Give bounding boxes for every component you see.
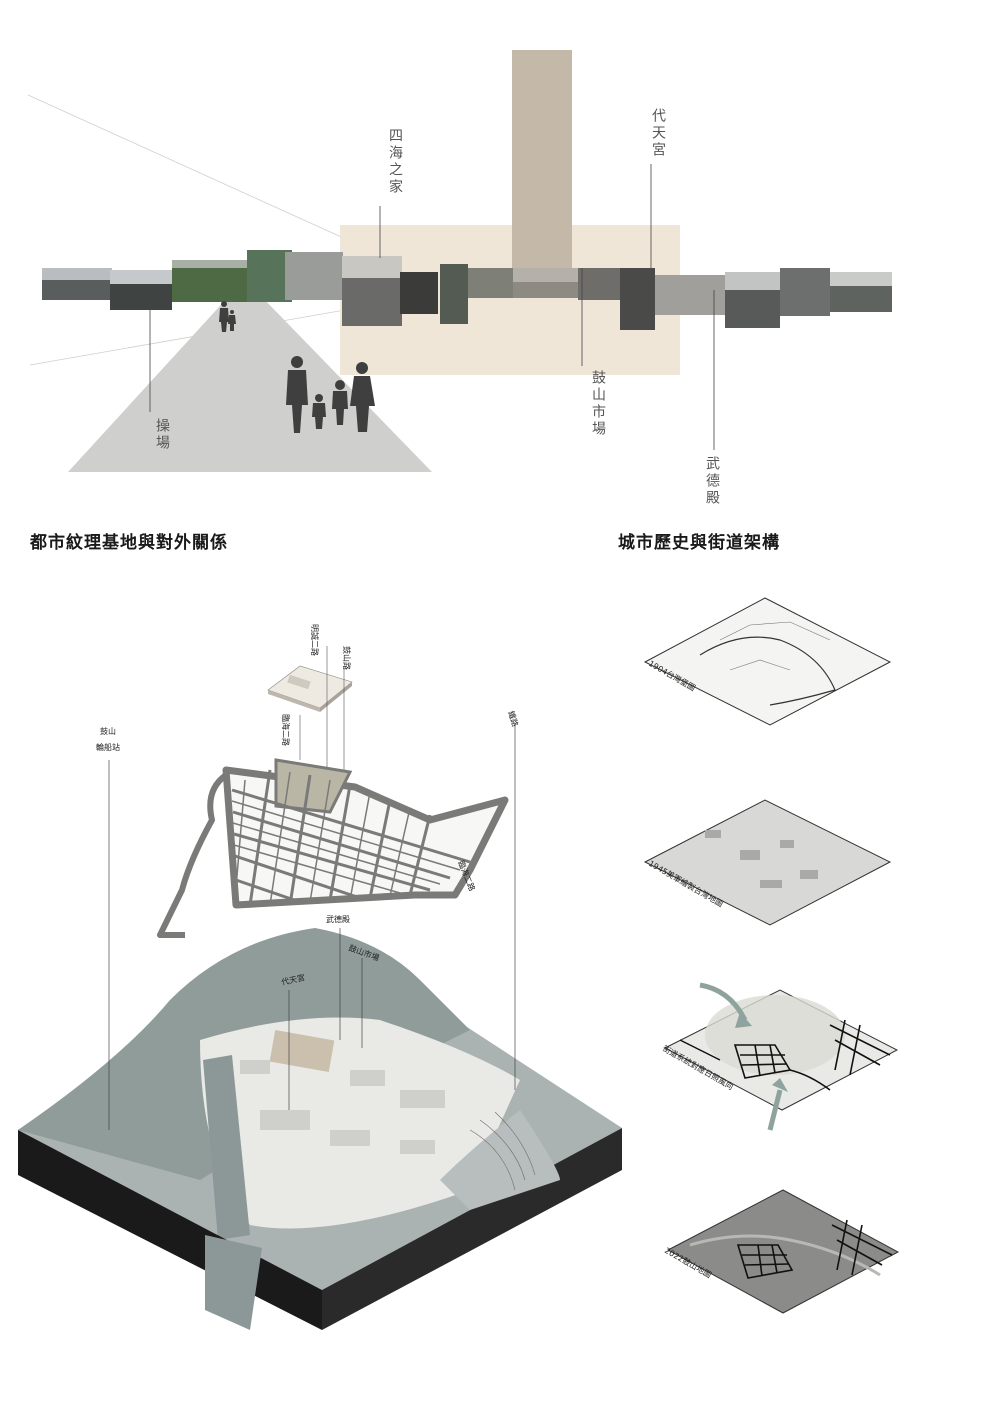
- perspective-line-top: [27, 94, 371, 251]
- label-sihai: 四海之家: [387, 128, 403, 196]
- label-linhai: 臨海二路: [281, 714, 291, 746]
- label-ferry-1: 鼓山: [100, 726, 116, 736]
- perspective-line-bottom: [29, 309, 346, 366]
- label-axo-daitian: 代天宮: [280, 972, 306, 987]
- label-ferry-2: 輪船站: [96, 742, 120, 752]
- landmark-leaders: [149, 164, 715, 450]
- title-right: 城市歷史與街道架構: [618, 533, 780, 553]
- family-silhouettes: [219, 301, 375, 433]
- label-wude: 武德殿: [704, 456, 720, 507]
- label-railway: 鐵路: [506, 710, 520, 728]
- title-left: 都市紋理基地與對外關係: [30, 533, 228, 553]
- history-map-1945: 1945美軍繪製台灣地圖: [643, 799, 892, 926]
- label-daitian: 代天宮: [650, 108, 666, 159]
- site-model: [267, 665, 353, 712]
- street-panorama-strip: [42, 250, 892, 330]
- axonometric-leaders: [108, 725, 516, 1130]
- site-model-leaders: [299, 646, 345, 790]
- label-axo-wude: 武德殿: [326, 914, 350, 924]
- history-map-sun-wind: 街道系統對應日照風向: [661, 982, 899, 1131]
- highlight-block-vertical: [512, 50, 572, 270]
- street-grid-layer: [157, 758, 509, 938]
- ground-plane: [68, 295, 432, 472]
- history-map-1904: 1904台灣堡圖: [643, 597, 892, 726]
- label-caochang: 操場: [154, 418, 170, 452]
- label-gushan-road: 鼓山路: [342, 646, 352, 670]
- history-map-2022: 2022鼓山地圖: [663, 1189, 900, 1314]
- label-gushan-market: 鼓山市場: [590, 370, 606, 438]
- label-mingcheng: 明誠二路: [310, 624, 320, 656]
- terrain-block: [18, 928, 622, 1330]
